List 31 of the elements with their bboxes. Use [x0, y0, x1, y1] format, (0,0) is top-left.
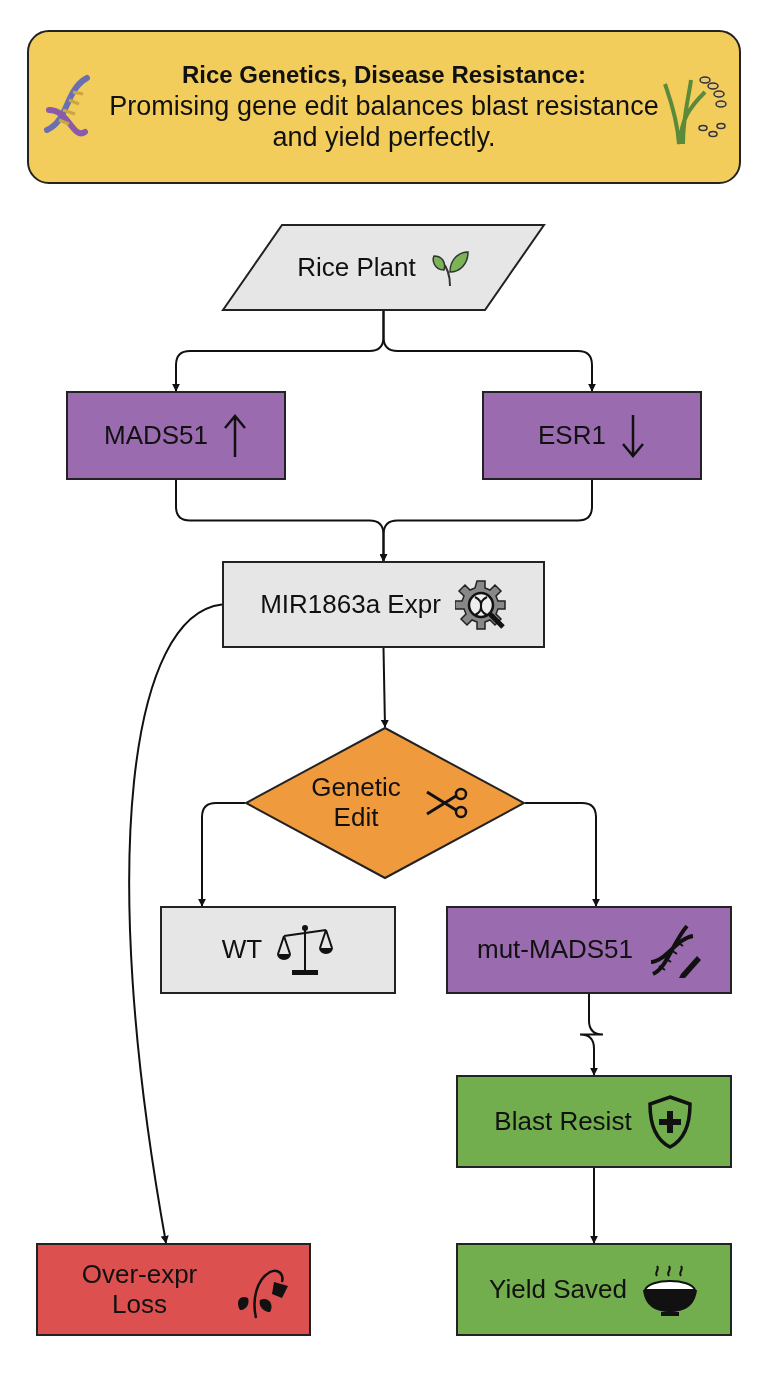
node-label: MADS51 [103, 420, 208, 451]
arrow [524, 802, 600, 907]
arrow [579, 993, 604, 1076]
decision-diamond [245, 727, 525, 879]
arrow [198, 802, 246, 907]
process-box [66, 391, 286, 480]
node-label: WT [221, 935, 263, 965]
arrow [590, 1167, 598, 1244]
banner-text: Promising gene edit balances blast resistance and yield perfectly. [109, 90, 659, 153]
process-box [36, 1243, 311, 1336]
node-label: Rice Plant [297, 252, 416, 283]
process-box [456, 1075, 732, 1168]
arrow [380, 647, 389, 728]
node-label: Blast Resist [494, 1106, 632, 1137]
input-parallelogram [222, 224, 545, 311]
arrow [379, 479, 593, 562]
arrow [128, 603, 223, 1244]
process-box [446, 906, 732, 994]
node-label: MIR1863a Expr [260, 589, 441, 620]
node-label: Genetic Edit [310, 773, 402, 833]
node-label: Over-expr Loss [80, 1259, 199, 1320]
arrow [382, 310, 596, 392]
banner-heading: Rice Genetics, Disease Resistance: [181, 61, 587, 89]
node-label: Yield Saved [489, 1274, 627, 1305]
process-box [482, 391, 702, 480]
title-banner [27, 30, 741, 184]
process-box [222, 561, 545, 648]
process-box [456, 1243, 732, 1336]
node-label: ESR1 [538, 420, 606, 451]
process-box [160, 906, 396, 994]
node-label: mut-MADS51 [476, 935, 633, 965]
